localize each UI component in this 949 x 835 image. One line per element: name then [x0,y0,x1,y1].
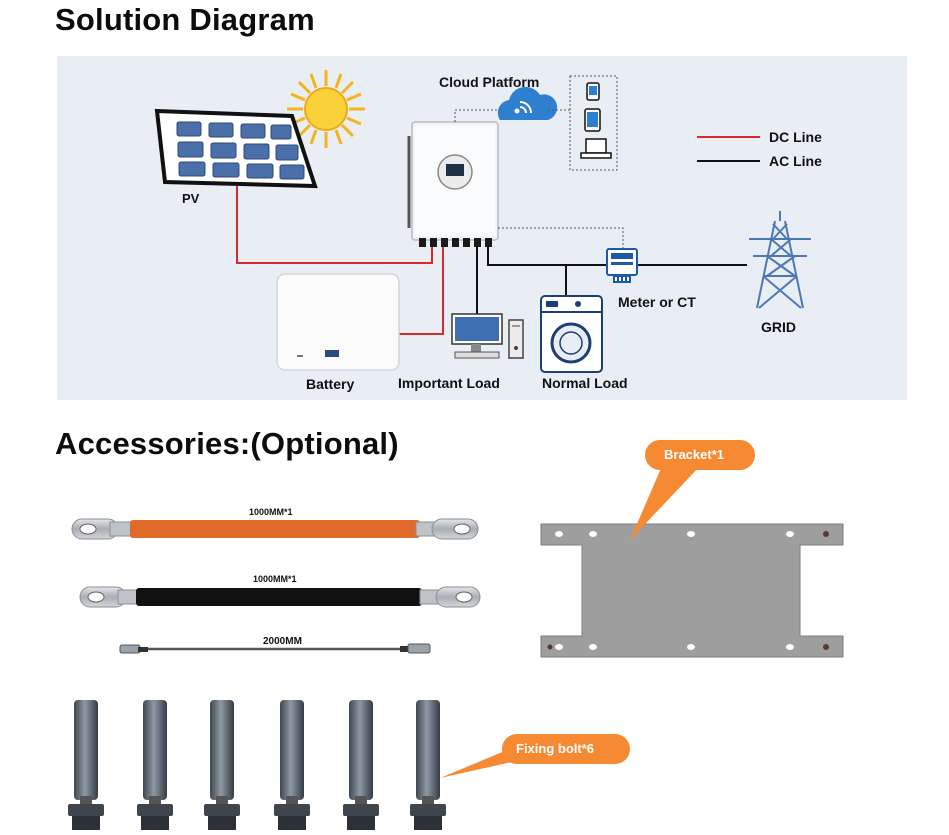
black-cable-length-label: 1000MM*1 [253,574,297,584]
grid-tower-icon [749,211,811,309]
fixing-bolts [68,700,446,830]
bracket-callout [630,440,755,540]
cloud-platform-label: Cloud Platform [439,74,540,90]
cloud-icon [497,86,558,120]
meter-label: Meter or CT [618,294,696,310]
legend-ac-label: AC Line [769,153,822,169]
sun-icon [287,70,365,148]
normal-load-label: Normal Load [542,375,628,391]
accessories-title: Accessories:(Optional) [55,426,399,461]
fixing-bolt-icon [410,700,446,830]
fixing-bolt-icon [137,700,173,830]
red-battery-cable [71,518,479,540]
important-load-label: Important Load [398,375,500,391]
legend-dc-label: DC Line [769,129,822,145]
mounting-bracket [540,523,844,658]
grid-label: GRID [761,319,796,335]
ac-lines [476,246,747,314]
comm-lines [454,75,624,251]
dc-lines [236,186,444,335]
black-battery-cable [79,586,481,608]
meter-icon [606,248,638,283]
computer-icon [451,313,524,359]
red-cable-length-label: 1000MM*1 [249,507,293,517]
battery-label: Battery [306,376,355,392]
comm-cable-length-label: 2000MM [263,636,302,647]
bracket-callout-label: Bracket*1 [664,447,724,462]
bolt-callout [440,734,630,778]
battery-icon [276,273,400,371]
solution-diagram: PV Cloud Platform DC Line AC Line Meter … [57,56,907,400]
diagram-drawing [154,70,811,373]
inverter-icon [407,121,499,247]
fixing-bolt-icon [68,700,104,830]
monitoring-devices-icon [580,82,612,159]
pv-label: PV [182,191,200,206]
fixing-bolt-icon [204,700,240,830]
bolt-callout-label: Fixing bolt*6 [516,741,594,756]
pv-panel-icon [154,108,318,189]
fixing-bolt-icon [274,700,310,830]
solution-diagram-title: Solution Diagram [55,2,315,37]
communication-cable [119,643,431,654]
washing-machine-icon [540,295,603,373]
fixing-bolt-icon [343,700,379,830]
